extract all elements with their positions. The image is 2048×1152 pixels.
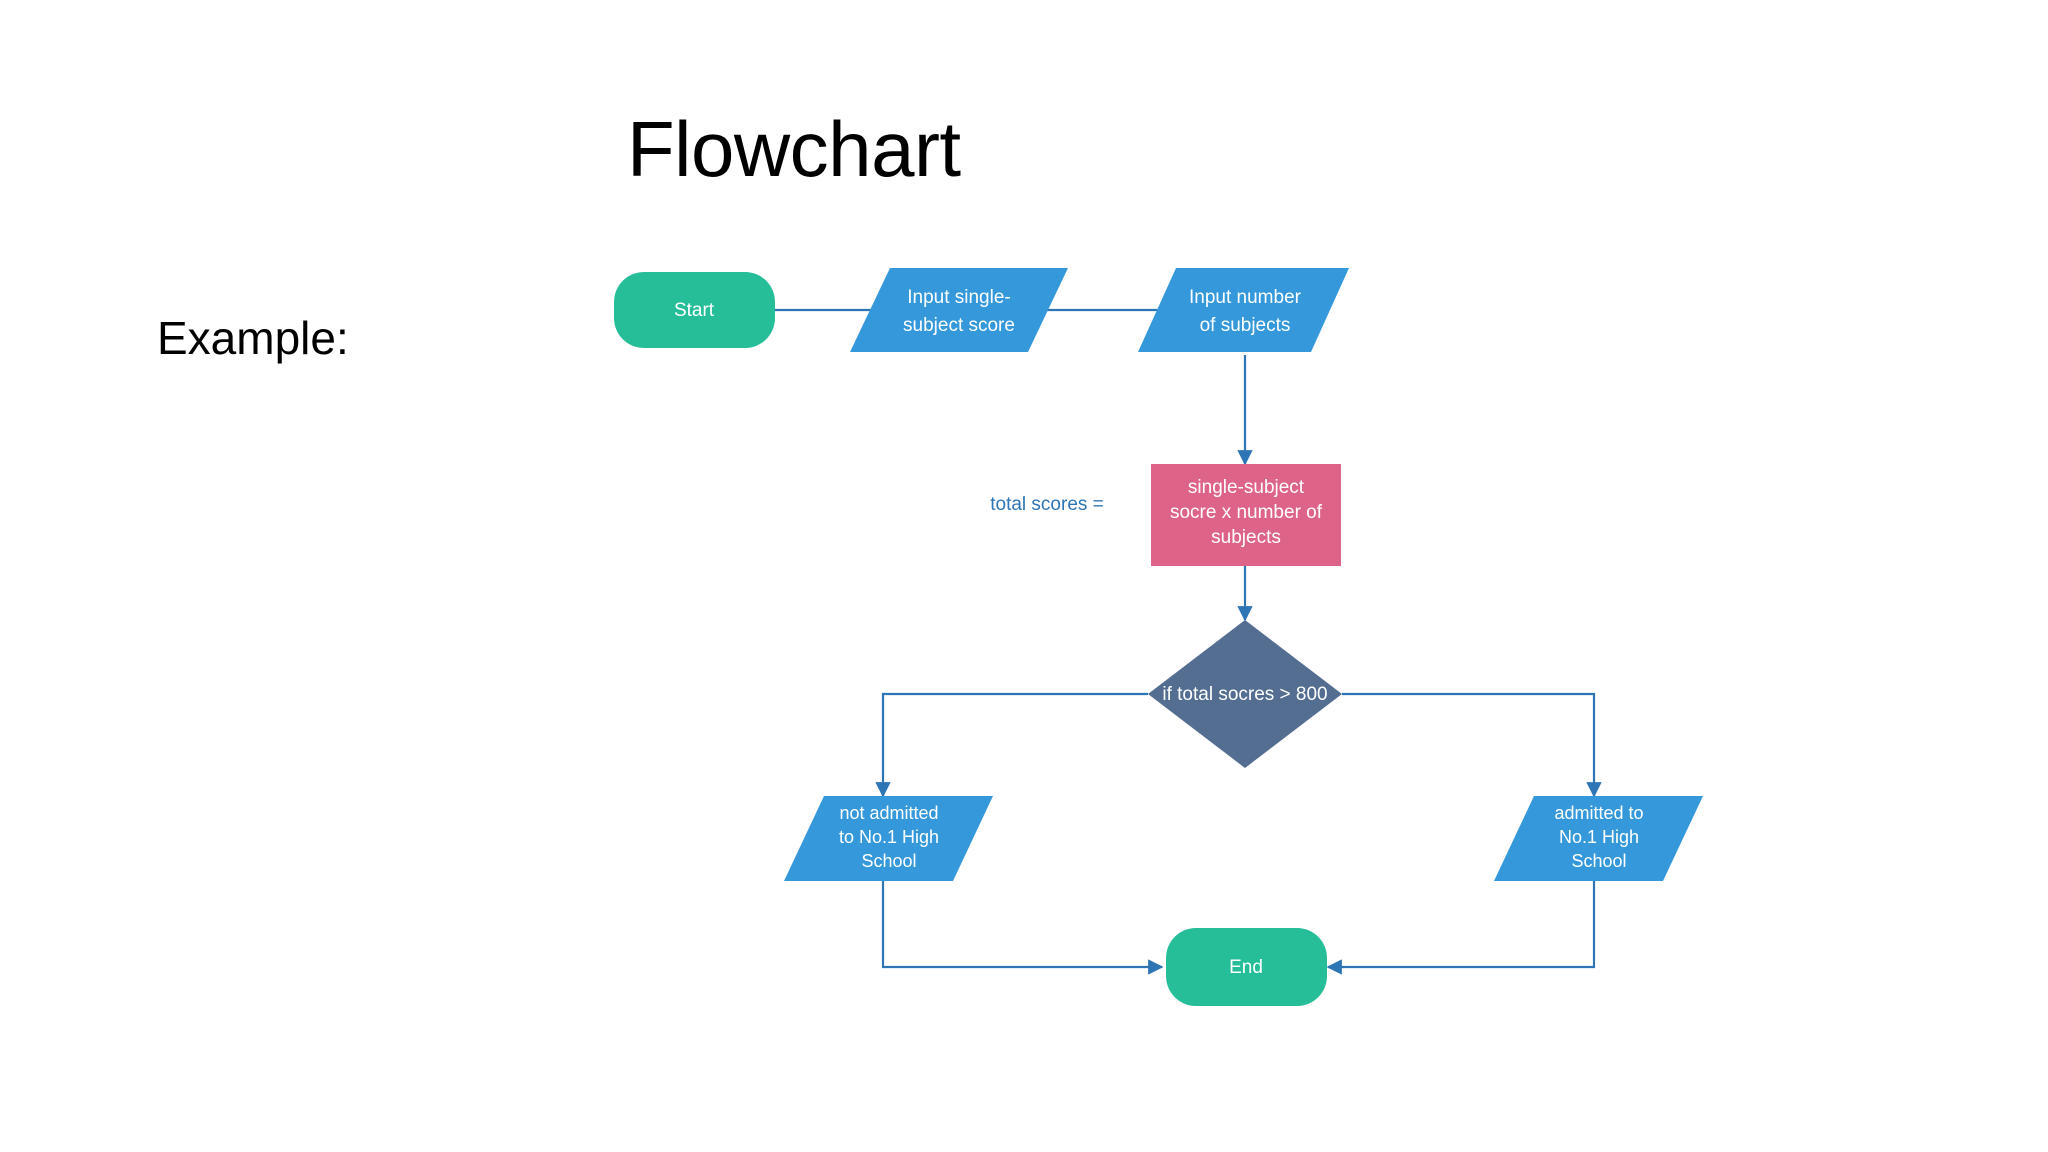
node-decision-total-score[interactable]: if total socres > 800	[1148, 620, 1342, 768]
node-not-admitted[interactable]: not admitted to No.1 High School	[784, 796, 993, 881]
node-admitted[interactable]: admitted to No.1 High School	[1494, 796, 1703, 881]
node-decision-label: if total socres > 800	[1162, 684, 1327, 705]
connector-decision-to-admitted	[1342, 692, 1602, 798]
node-input-score-line2: subject score	[903, 315, 1015, 336]
node-admitted-line3: School	[1571, 851, 1626, 871]
node-process-line3: subjects	[1211, 527, 1281, 548]
total-scores-label: total scores =	[990, 494, 1104, 515]
node-process-line1: single-subject	[1188, 477, 1305, 498]
node-end-label: End	[1229, 957, 1263, 978]
node-not-admitted-line1: not admitted	[839, 803, 938, 823]
node-input-score-line1: Input single-	[907, 287, 1011, 308]
node-start-label: Start	[674, 300, 715, 321]
node-start[interactable]: Start	[614, 272, 775, 348]
node-input-subjects-line1: Input number	[1189, 287, 1302, 308]
node-input-number-of-subjects[interactable]: Input number of subjects	[1138, 268, 1349, 352]
node-total-score-calculation[interactable]: single-subject socre x number of subject…	[1151, 464, 1341, 566]
page-title: Flowchart	[627, 105, 961, 193]
node-input-single-subject-score[interactable]: Input single- subject score	[850, 268, 1068, 352]
node-input-subjects-line2: of subjects	[1200, 315, 1291, 336]
node-admitted-line2: No.1 High	[1559, 827, 1639, 847]
node-admitted-line1: admitted to	[1554, 803, 1643, 823]
connector-admitted-to-end	[1326, 881, 1596, 975]
connector-decision-to-not-admitted	[875, 692, 1148, 798]
connector-group	[775, 302, 1602, 975]
node-end[interactable]: End	[1166, 928, 1327, 1006]
node-process-line2: socre x number of	[1170, 502, 1323, 523]
example-label: Example:	[157, 312, 349, 364]
connector-not-admitted-to-end	[881, 881, 1164, 975]
node-not-admitted-line2: to No.1 High	[839, 827, 939, 847]
node-not-admitted-line3: School	[861, 851, 916, 871]
